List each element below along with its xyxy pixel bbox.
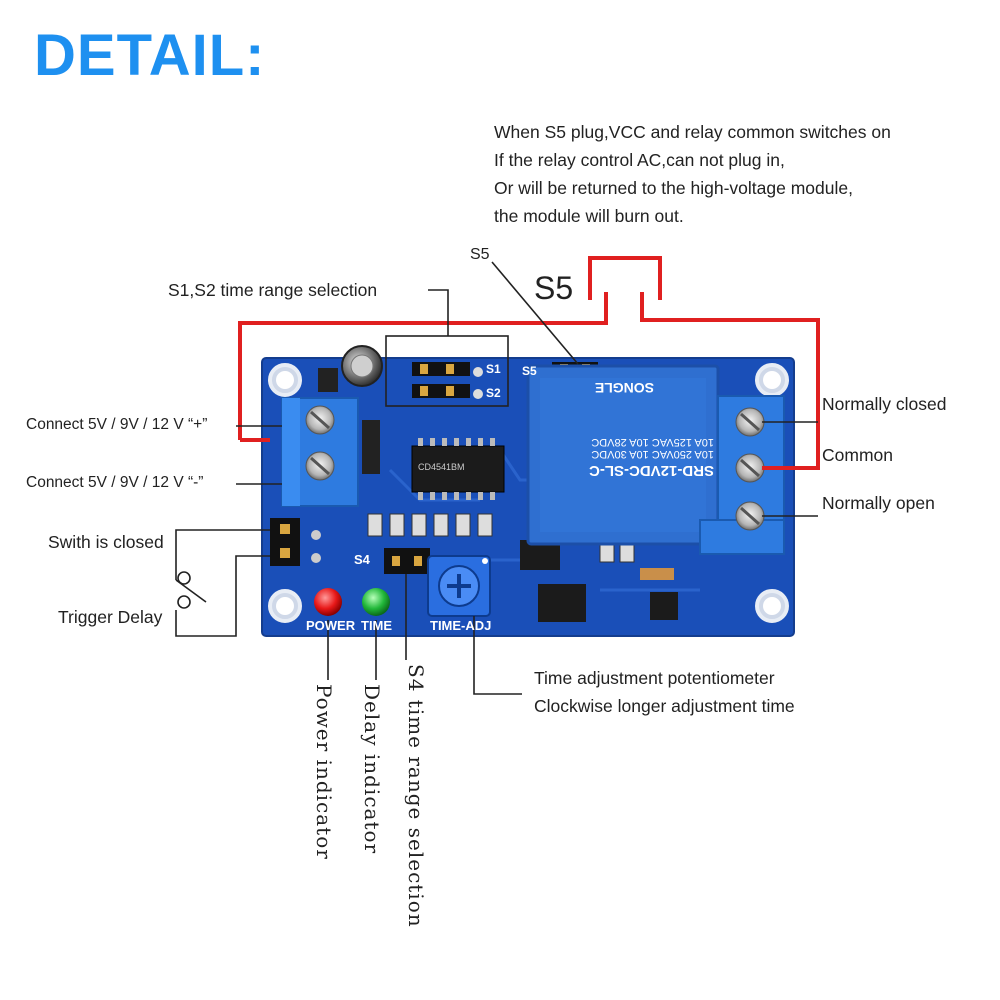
relay-model: SRD-12VDC-SL-C (588, 462, 714, 479)
warning-line: When S5 plug,VCC and relay common switch… (494, 122, 891, 142)
ic-marking: CD4541BM (418, 462, 465, 472)
timer-ic (411, 438, 505, 500)
relay-rating-2: 10A 125VAC 10A 28VDC (591, 436, 714, 448)
warning-line: If the relay control AC,can not plug in, (494, 150, 785, 170)
s1-s2-label: S1,S2 time range selection (168, 280, 378, 300)
output-terminal-block (699, 395, 785, 555)
callout-lines (175, 261, 818, 695)
switch-closed-label: Swith is closed (48, 532, 164, 552)
s4-jumper (384, 548, 430, 574)
common-label: Common (822, 445, 893, 465)
power-terminal-block (281, 397, 359, 507)
silk-power: POWER (306, 618, 356, 633)
relay (526, 364, 720, 546)
power-indicator-label: Power indicator (312, 684, 336, 860)
silk-s5: S5 (522, 364, 537, 378)
pot-label-line1: Time adjustment potentiometer (534, 668, 775, 688)
smd-components (367, 513, 493, 537)
connect-plus-label: Connect 5V / 9V / 12 V “+” (26, 416, 208, 433)
relay-marking: SRD-12VDC-SL-C 10A 250VAC 10A 30VDC 10A … (534, 380, 714, 479)
silk-time: TIME (361, 618, 393, 633)
capacitor (318, 345, 383, 392)
s5-large-label: S5 (534, 270, 574, 306)
warning-note: When S5 plug,VCC and relay common switch… (494, 118, 891, 230)
trigger-delay-label: Trigger Delay (58, 607, 163, 627)
s5-red-wiring (238, 256, 820, 470)
silk-time-adj: TIME-ADJ (430, 618, 492, 633)
trigger-header (270, 518, 321, 566)
silk-s2: S2 (486, 386, 501, 400)
potentiometer (427, 555, 491, 617)
leds (314, 588, 390, 616)
warning-line: the module will burn out. (494, 206, 684, 226)
diode (362, 420, 380, 474)
connect-minus-label: Connect 5V / 9V / 12 V “-” (26, 474, 204, 491)
normally-closed-label: Normally closed (822, 394, 947, 414)
normally-open-label: Normally open (822, 493, 935, 513)
relay-rating-1: 10A 250VAC 10A 30VDC (591, 448, 714, 460)
s5-callout-label: S5 (470, 246, 490, 263)
silk-s1: S1 (486, 362, 501, 376)
relay-brand: SONGLE (594, 380, 654, 396)
warning-line: Or will be returned to the high-voltage … (494, 178, 853, 198)
silk-s4: S4 (354, 552, 370, 567)
s4-range-label: S4 time range selection (404, 664, 428, 928)
page-title: DETAIL: (34, 23, 266, 88)
delay-indicator-label: Delay indicator (360, 684, 384, 855)
pot-label-line2: Clockwise longer adjustment time (534, 696, 795, 716)
s1-s2-jumpers (412, 362, 483, 399)
